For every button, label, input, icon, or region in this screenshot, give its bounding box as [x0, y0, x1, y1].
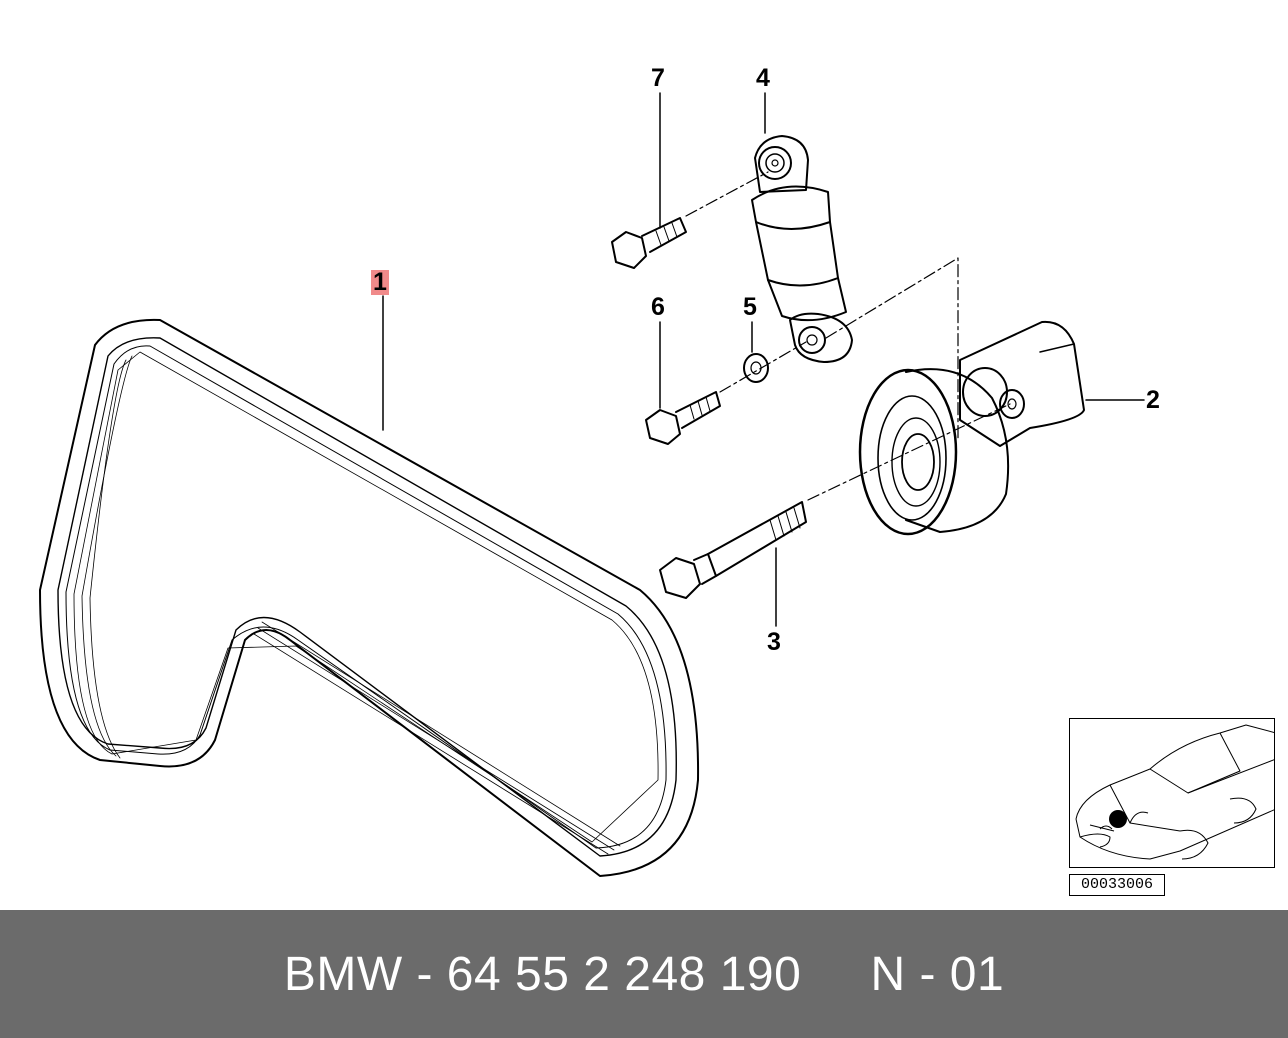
bolt-3 [659, 501, 807, 599]
callout-3: 3 [767, 628, 781, 656]
idler-pulley [858, 368, 1010, 536]
vehicle-location-thumbnail [1069, 718, 1275, 868]
location-marker-icon [1109, 810, 1127, 828]
callout-2: 2 [1146, 386, 1160, 414]
callout-7: 7 [651, 64, 665, 92]
axis-line-3-2 [807, 403, 1011, 501]
bolt-7 [611, 217, 687, 269]
washer-5 [743, 353, 769, 383]
axis-line-7-4 [685, 171, 769, 217]
axis-line-6-5-4 [719, 341, 807, 393]
bolt-6 [645, 391, 721, 445]
callout-6: 6 [651, 293, 665, 321]
callout-5: 5 [743, 293, 757, 321]
car-outline-icon [1075, 724, 1274, 860]
part-number-label: BMW - 64 55 2 248 190 N - 01 [283, 947, 1005, 1001]
drive-belt [39, 318, 700, 877]
axis-line-4-2 [825, 257, 959, 441]
callout-4: 4 [756, 64, 770, 92]
hydraulic-tensioner-strut [751, 135, 853, 363]
footer-bar: BMW - 64 55 2 248 190 N - 01 [0, 910, 1288, 1038]
parts-diagram [39, 92, 1145, 877]
callout-1: 1 [371, 268, 389, 296]
reference-code: 00033006 [1069, 874, 1165, 896]
